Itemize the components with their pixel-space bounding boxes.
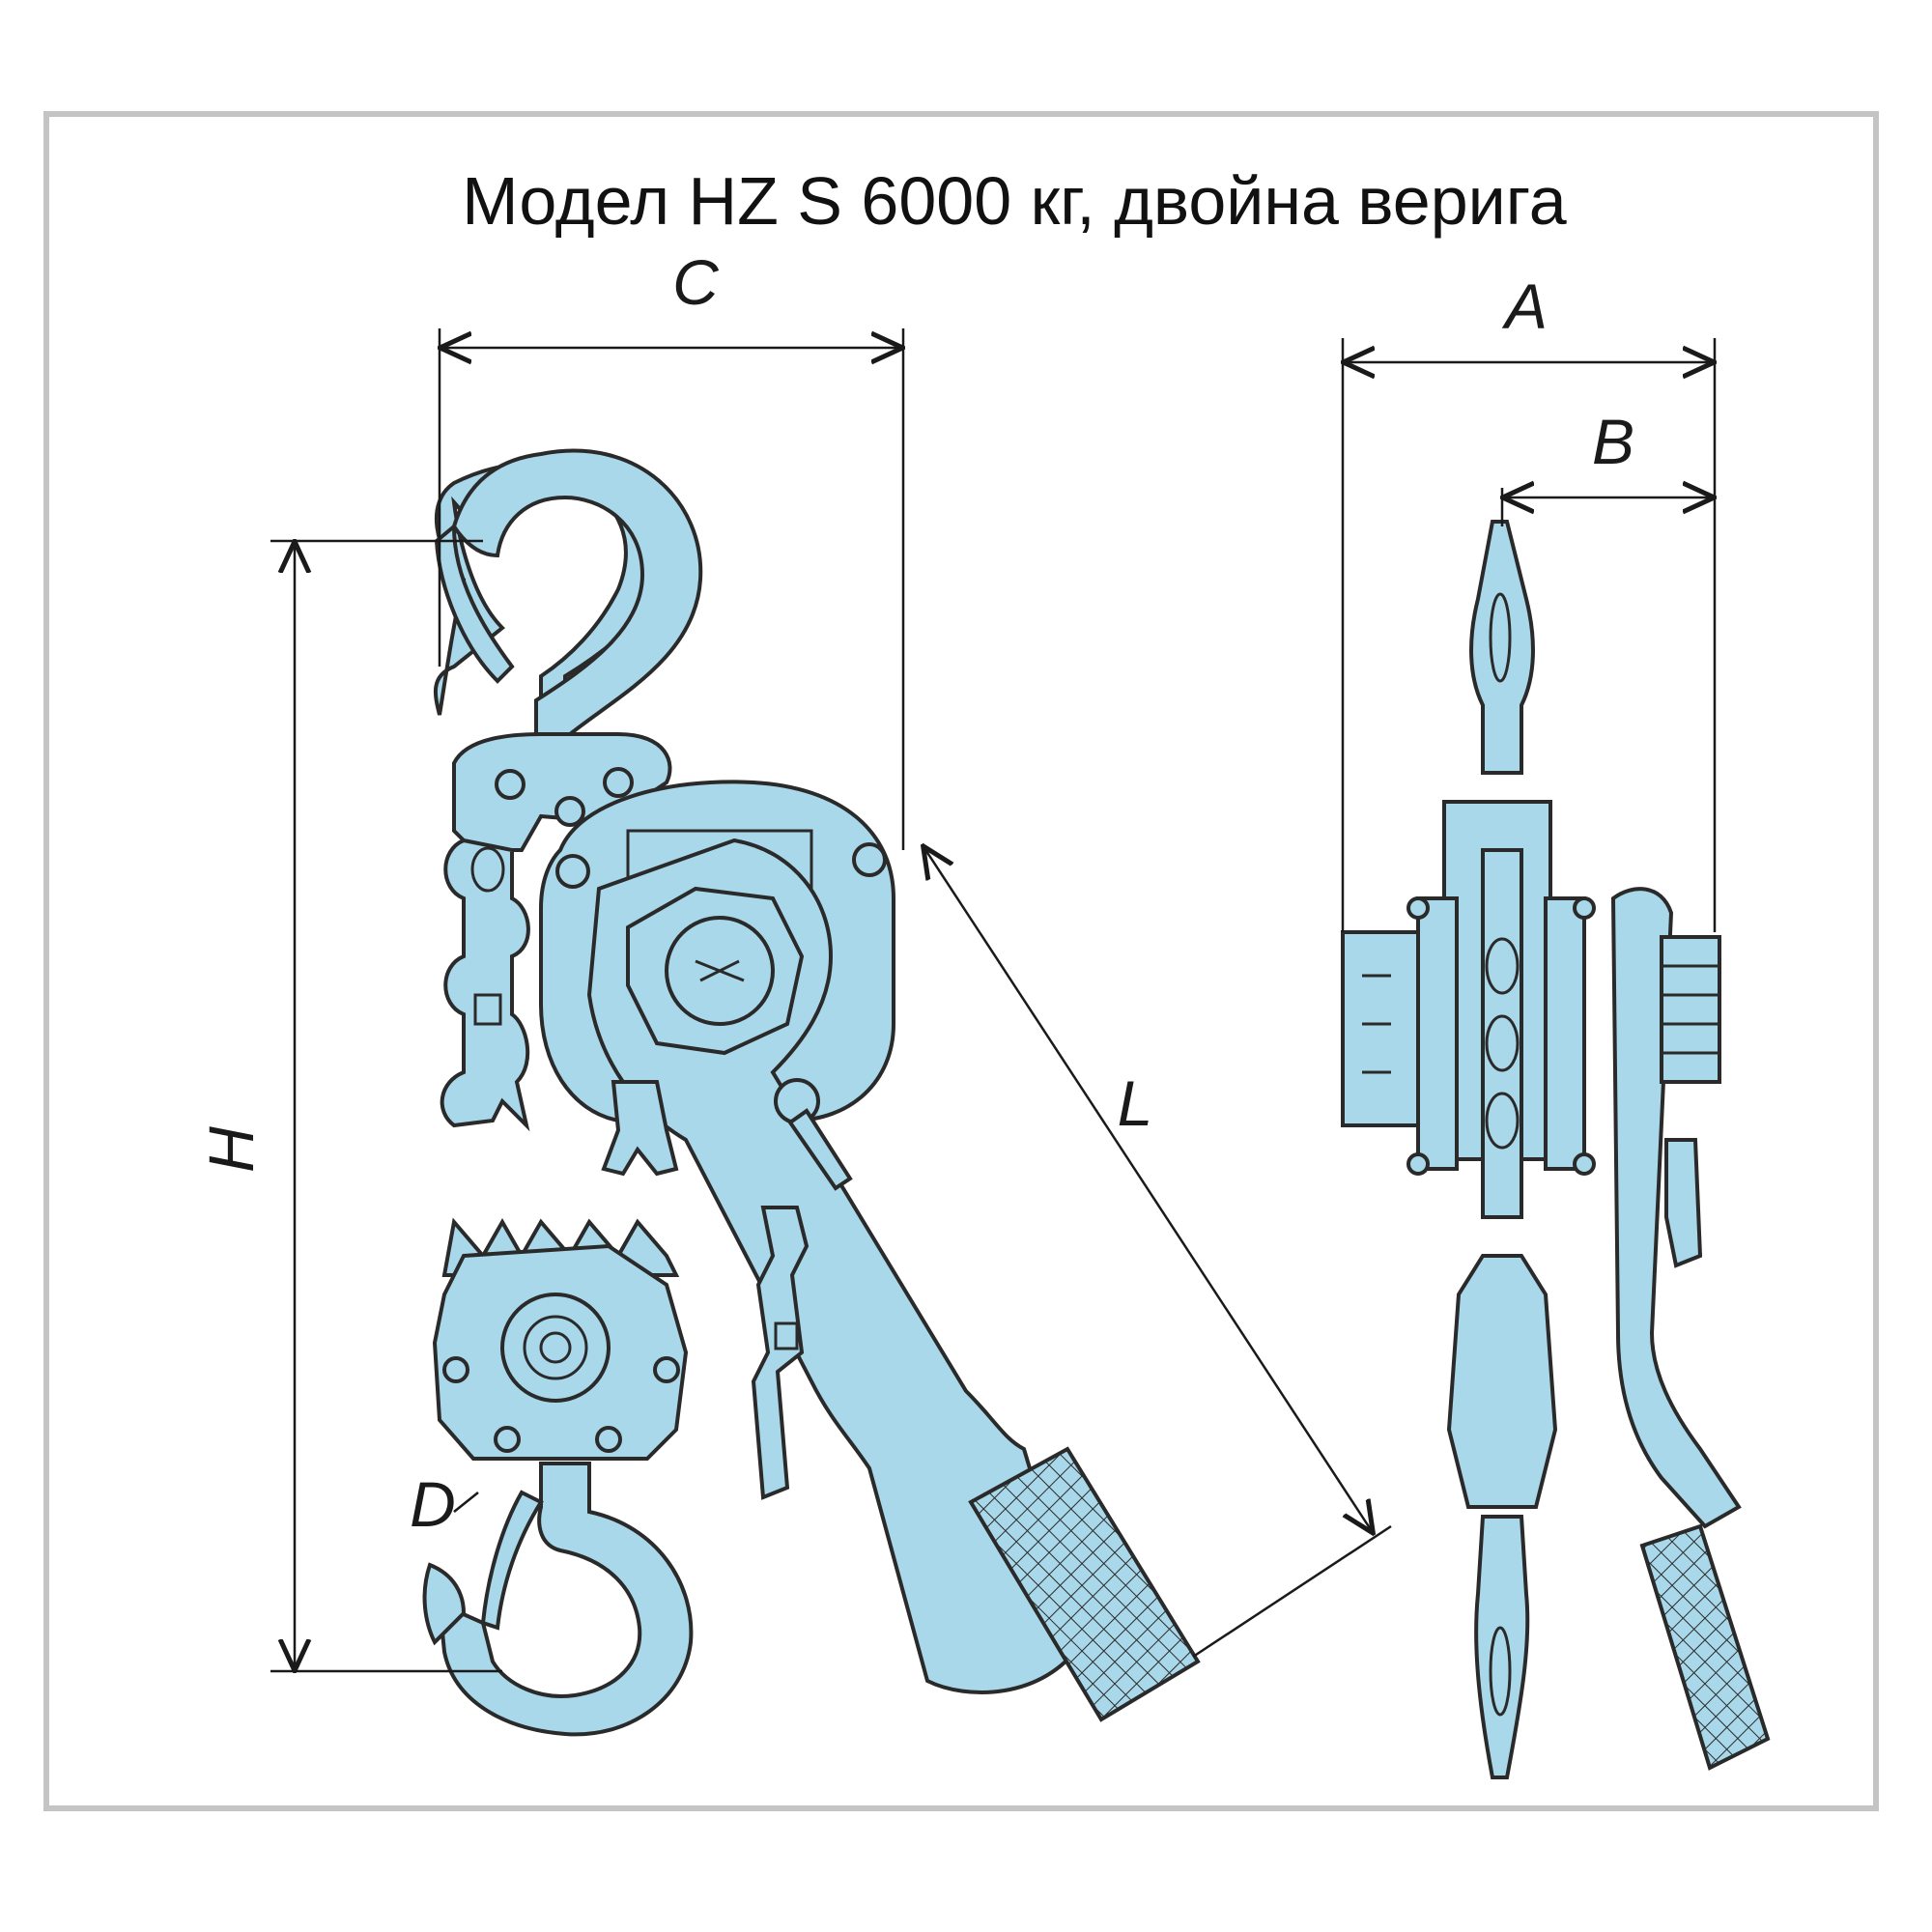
dim-a-label: A <box>1501 270 1548 342</box>
housing-bolt-left <box>555 854 590 889</box>
dim-b-label: B <box>1592 406 1634 477</box>
side-plate-left <box>1416 896 1459 1171</box>
block-bolt-4 <box>595 1426 622 1453</box>
side-bolt-4 <box>1573 1152 1596 1176</box>
mid-chain <box>601 1080 679 1177</box>
bottom-hook <box>437 1462 694 1737</box>
top-hook-body <box>451 448 703 736</box>
side-chain-link-3 <box>1485 1092 1520 1150</box>
plate-bolt-2 <box>603 767 634 798</box>
hand-chain-link <box>774 1321 799 1350</box>
side-top-hook-eye <box>1489 592 1512 683</box>
side-bolt-2 <box>1573 896 1596 920</box>
side-chain-link-2 <box>1485 1014 1520 1072</box>
side-lever <box>1610 887 1742 1529</box>
dim-d-label: D <box>410 1468 456 1540</box>
dim-l-label: L <box>1118 1067 1153 1139</box>
block-bolt-3 <box>494 1426 521 1453</box>
dim-l-ext-bottom <box>1192 1524 1392 1659</box>
block-bolt-2 <box>653 1356 680 1383</box>
chain-link-1 <box>470 846 505 893</box>
dim-h-label: H <box>195 1126 267 1173</box>
side-bottom-hook <box>1474 1515 1530 1779</box>
block-bolt-1 <box>442 1356 469 1383</box>
dim-c-label: C <box>672 246 720 318</box>
plate-bolt-3 <box>554 796 585 827</box>
side-ratchet-wheel <box>1660 935 1721 1084</box>
selector-lever <box>787 1108 853 1191</box>
bottom-block-sheave-hub <box>539 1331 572 1364</box>
dimension-lines: C A B H L D <box>195 246 1715 1671</box>
dim-l-line <box>924 848 1372 1531</box>
bottom-block-sheave-inner <box>523 1315 588 1380</box>
ratchet-teeth <box>1662 964 1719 1055</box>
left-chain <box>440 838 530 1132</box>
side-bottom-block <box>1446 1254 1558 1509</box>
side-bottom-hook-eye <box>1489 1626 1512 1717</box>
top-hook-latch <box>434 522 515 684</box>
side-chain <box>1481 848 1523 1219</box>
front-view <box>422 448 1201 1737</box>
hand-chain <box>751 1206 810 1500</box>
diagram-title: Модел HZ S 6000 кг, двойна верига <box>462 163 1567 239</box>
side-plate-right <box>1544 896 1586 1171</box>
side-bolt-1 <box>1406 896 1430 920</box>
bottom-block-sheave <box>500 1293 611 1403</box>
hub-center-mark <box>695 959 745 982</box>
side-chain-link-1 <box>1485 937 1520 995</box>
side-top-hook <box>1469 520 1535 775</box>
dim-d-leader <box>453 1492 479 1513</box>
bottom-hook-latch <box>480 1490 544 1631</box>
housing-bolt-right <box>852 842 887 877</box>
side-pawl <box>1664 1138 1703 1268</box>
plate-bolt-1 <box>495 769 526 800</box>
side-bolt-3 <box>1406 1152 1430 1176</box>
chain-link-2 <box>473 993 502 1026</box>
side-lever-grip <box>1639 1523 1771 1771</box>
side-view <box>1341 520 1771 1779</box>
bottom-hook-tip <box>422 1562 467 1646</box>
